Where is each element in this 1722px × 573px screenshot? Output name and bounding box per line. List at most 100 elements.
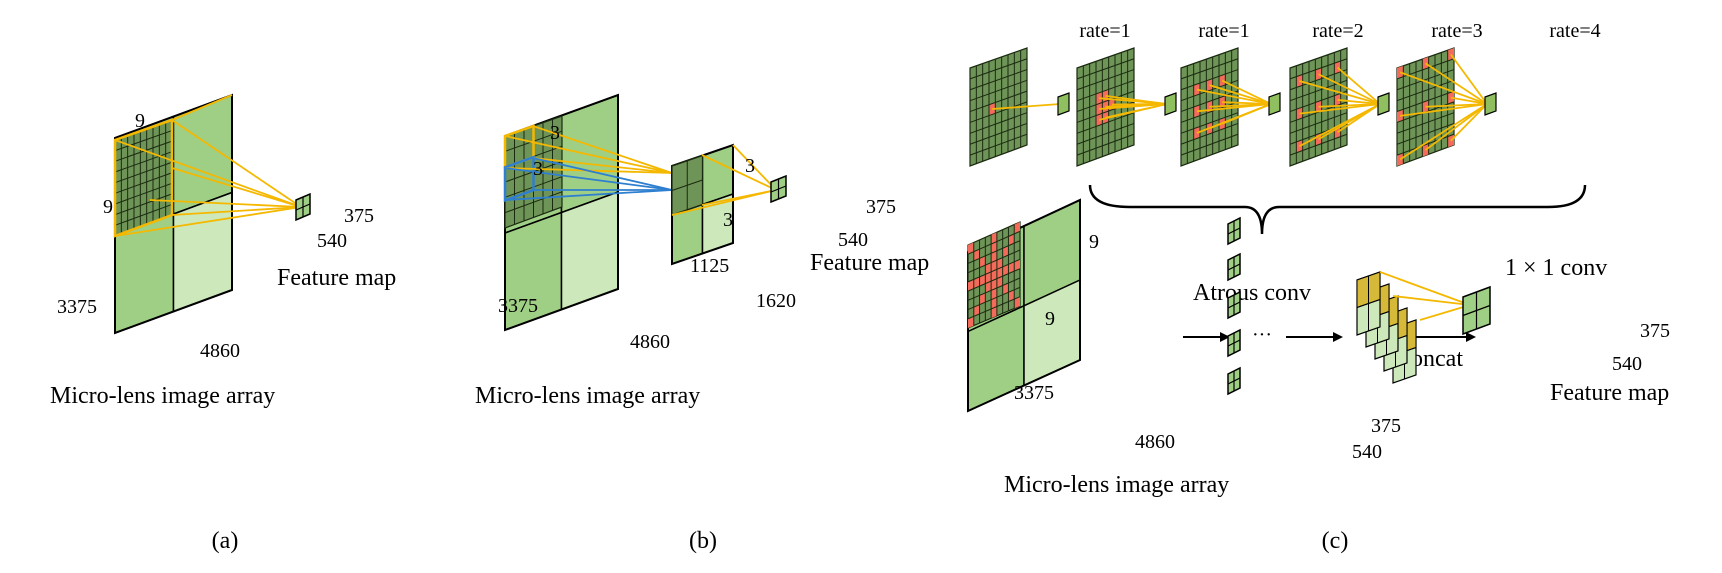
kernel-sample-cell [1008, 261, 1015, 274]
projection-line [114, 139, 302, 208]
array-height-label: 3375 [57, 296, 97, 318]
kernel-sample-cell [991, 297, 997, 309]
projection-line-orange [504, 135, 673, 174]
kernel-sample-cell [996, 276, 1003, 288]
kernel-grid-line [114, 182, 173, 205]
rate-grid-grid-line [969, 79, 1028, 102]
feature-map-caption: Feature map [277, 265, 396, 291]
kernel-sample-cell [968, 242, 974, 255]
projection-line [114, 206, 302, 237]
rate-grid-grid-line [1396, 133, 1455, 156]
kernel-grid-line [114, 172, 173, 194]
kernel-sample-cell [991, 260, 997, 272]
kernel-sample-cell [979, 292, 986, 305]
array-outline [114, 93, 233, 335]
feature-map-divider [1462, 304, 1491, 317]
rate-grid-grid-line [969, 133, 1028, 156]
projection-line [1392, 295, 1471, 306]
kernel-width-label: 3 [550, 122, 560, 144]
stack-cell-divider [1227, 301, 1241, 309]
rate-grid-grid-line [969, 90, 1028, 113]
rate-link [1299, 103, 1381, 115]
kernel-grid [113, 118, 174, 238]
rate-grid-grid-line [1076, 112, 1135, 134]
feature-map-block [295, 192, 311, 222]
rate-link [1425, 62, 1488, 105]
kernel-sample-cell [991, 232, 997, 244]
feature-map-block [1462, 285, 1491, 336]
projection-line-blue [504, 189, 673, 201]
rate-output-cell [1484, 92, 1497, 116]
array-height-label: 3375 [1014, 382, 1054, 404]
kernel-grid-line [967, 277, 1021, 301]
kernel-grid-line [967, 268, 1021, 292]
kernel-grid-line [114, 151, 173, 173]
panel-tag: (b) [689, 528, 717, 554]
kernel-sample-cell [985, 281, 992, 293]
rate-grid-sample-cell [989, 102, 996, 116]
array-caption: Micro-lens image array [1004, 472, 1229, 498]
stack-cell-divider [1227, 227, 1241, 235]
kernel-sample-cell [1014, 222, 1020, 234]
kernel-sample-cell [991, 269, 997, 282]
rate-grid-sample-cell [1096, 91, 1103, 105]
intermediate-outline [671, 143, 734, 266]
projection-line [171, 119, 302, 208]
rate-grid-grid-line [1076, 58, 1135, 80]
rate-grid-grid-line [1180, 112, 1239, 134]
projection-line [1379, 271, 1471, 306]
rate-link [1450, 96, 1488, 105]
intermediate-kernel-grid-line [671, 179, 703, 191]
rate-grid-grid-line [1076, 122, 1135, 145]
rate-grid-grid-line [1289, 90, 1348, 113]
kernel-sample-cell [996, 257, 1003, 270]
rate-link [1221, 79, 1272, 105]
rate-grid-grid-line [1396, 79, 1455, 102]
array-height-label: 3375 [498, 295, 538, 317]
mid-width-label: 1620 [756, 290, 796, 312]
rate-grid-grid-line [1396, 69, 1455, 91]
kernel-grid-line [114, 203, 173, 226]
rate-link [1450, 103, 1488, 142]
rate-link [1196, 88, 1272, 105]
rate-grid-grid-line [1076, 133, 1135, 156]
kernel-grid-line [114, 161, 173, 184]
rate-output-cell [1268, 92, 1281, 116]
projection-line [171, 94, 233, 121]
kernel-grid-line [967, 296, 1021, 320]
rate-label-3: rate=2 [1312, 20, 1363, 42]
rate-grid-sample-cell [1219, 74, 1226, 88]
array-outline [504, 93, 619, 332]
kernel-grid-line [967, 230, 1021, 255]
rate-link [1425, 103, 1488, 108]
rate-grid-grid-line [969, 69, 1028, 91]
atrous-rate-grids [969, 47, 1497, 167]
projection-line [149, 199, 302, 208]
panel-tag: (a) [212, 528, 239, 554]
rate-grid-grid-line [1076, 79, 1135, 102]
rate-grid-grid-line [1180, 122, 1239, 145]
panel-c: rate=1 rate=1 rate=2 rate=3 rate=4 9 9 3… [967, 20, 1670, 554]
arrow-atrous-in [1183, 332, 1230, 342]
projection-lines-second [671, 144, 777, 216]
projection-line [732, 144, 777, 191]
map-height-label: 375 [866, 196, 896, 218]
projection-line [1419, 304, 1471, 321]
projection-line [701, 154, 777, 191]
map-height-label: 375 [344, 205, 374, 227]
rate-link [1399, 103, 1488, 161]
projection-line [671, 189, 777, 216]
projection-lines [114, 94, 302, 237]
rate-link [1299, 80, 1381, 105]
map-width-label: 540 [838, 229, 868, 251]
rate-grid-sample-cell [1296, 74, 1303, 88]
rate-grid-sample-cell [1397, 152, 1404, 166]
projection-line-orange [532, 157, 673, 174]
rate-grid-grid-line [1289, 69, 1348, 91]
mid-kernel-height-label: 3 [723, 209, 733, 231]
concatenated-stack [1356, 271, 1417, 384]
array-width-label: 4860 [630, 331, 670, 353]
kernel-sample-cell [979, 274, 986, 287]
kernel-sample-cell [968, 279, 974, 292]
kernel-width-label: 9 [1089, 231, 1099, 253]
